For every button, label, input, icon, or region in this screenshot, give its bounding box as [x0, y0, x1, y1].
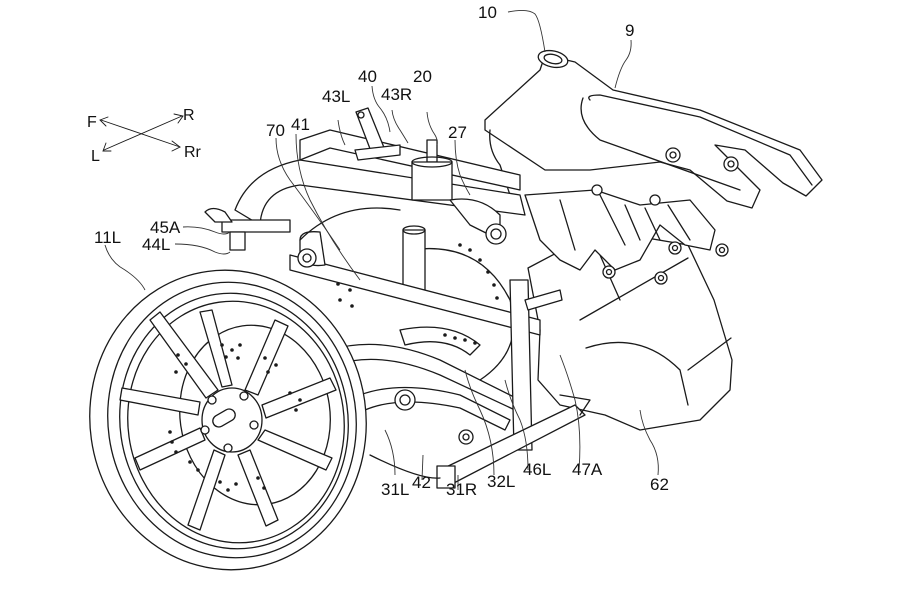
ref-label-31R: 31R: [446, 480, 477, 499]
left-right-arrow-shaft: [103, 115, 183, 151]
frame-pipe-46L: [509, 279, 533, 451]
ref-label-9: 9: [625, 21, 634, 40]
shock-32L: [399, 326, 481, 356]
ref-label-41: 41: [291, 115, 310, 134]
ref-label-42: 42: [412, 473, 431, 492]
front-arrowhead-icon: [99, 116, 109, 127]
ref-label-40: 40: [358, 67, 377, 86]
lower-cross-member-end: [436, 465, 456, 489]
right-arrowhead-icon: [173, 113, 184, 124]
dir-label-left: L: [91, 148, 100, 165]
dir-label-right-rear: Rr: [184, 144, 202, 161]
ref-label-10: 10: [478, 3, 497, 22]
ref-label-47A: 47A: [572, 460, 603, 479]
ref-label-31L: 31L: [381, 480, 409, 499]
steering-shaft-20: [426, 139, 438, 163]
left-side-member-44L: [221, 219, 291, 233]
direction-indicator: F R L Rr: [87, 107, 202, 165]
main-frame-9: [484, 49, 823, 209]
rear-arrowhead-icon: [171, 140, 181, 152]
ref-label-27: 27: [448, 123, 467, 142]
ref-label-46L: 46L: [523, 460, 551, 479]
dir-label-front: F: [87, 114, 97, 131]
ref-label-32L: 32L: [487, 472, 515, 491]
ref-label-70: 70: [266, 121, 285, 140]
disc-holes: [168, 343, 302, 492]
ref-label-20: 20: [413, 67, 432, 86]
left-arrowhead-icon: [102, 142, 112, 152]
ref-label-43R: 43R: [381, 85, 412, 104]
middle-cross-tube: [289, 254, 541, 336]
upper-cross-member-41: [299, 129, 521, 191]
ref-label-44L: 44L: [142, 235, 170, 254]
ref-label-45A: 45A: [150, 218, 181, 237]
left-front-wheel-11L: [89, 269, 367, 571]
dir-label-rear: R: [183, 107, 195, 124]
upper-frame-tube: [234, 159, 526, 226]
leader-lines: [104, 9, 659, 490]
front-rear-arrow-shaft: [100, 119, 181, 148]
axle: [212, 408, 236, 428]
ref-label-43L: 43L: [322, 87, 350, 106]
ref-label-62: 62: [650, 475, 669, 494]
ref-label-11L: 11L: [94, 228, 121, 247]
linkage-assembly: [204, 107, 591, 489]
reference-labels: 10 9 40 20 43L 43R 27 70 41 45A 44L 11L …: [94, 3, 669, 499]
engine-mount-lattice: [524, 184, 729, 285]
